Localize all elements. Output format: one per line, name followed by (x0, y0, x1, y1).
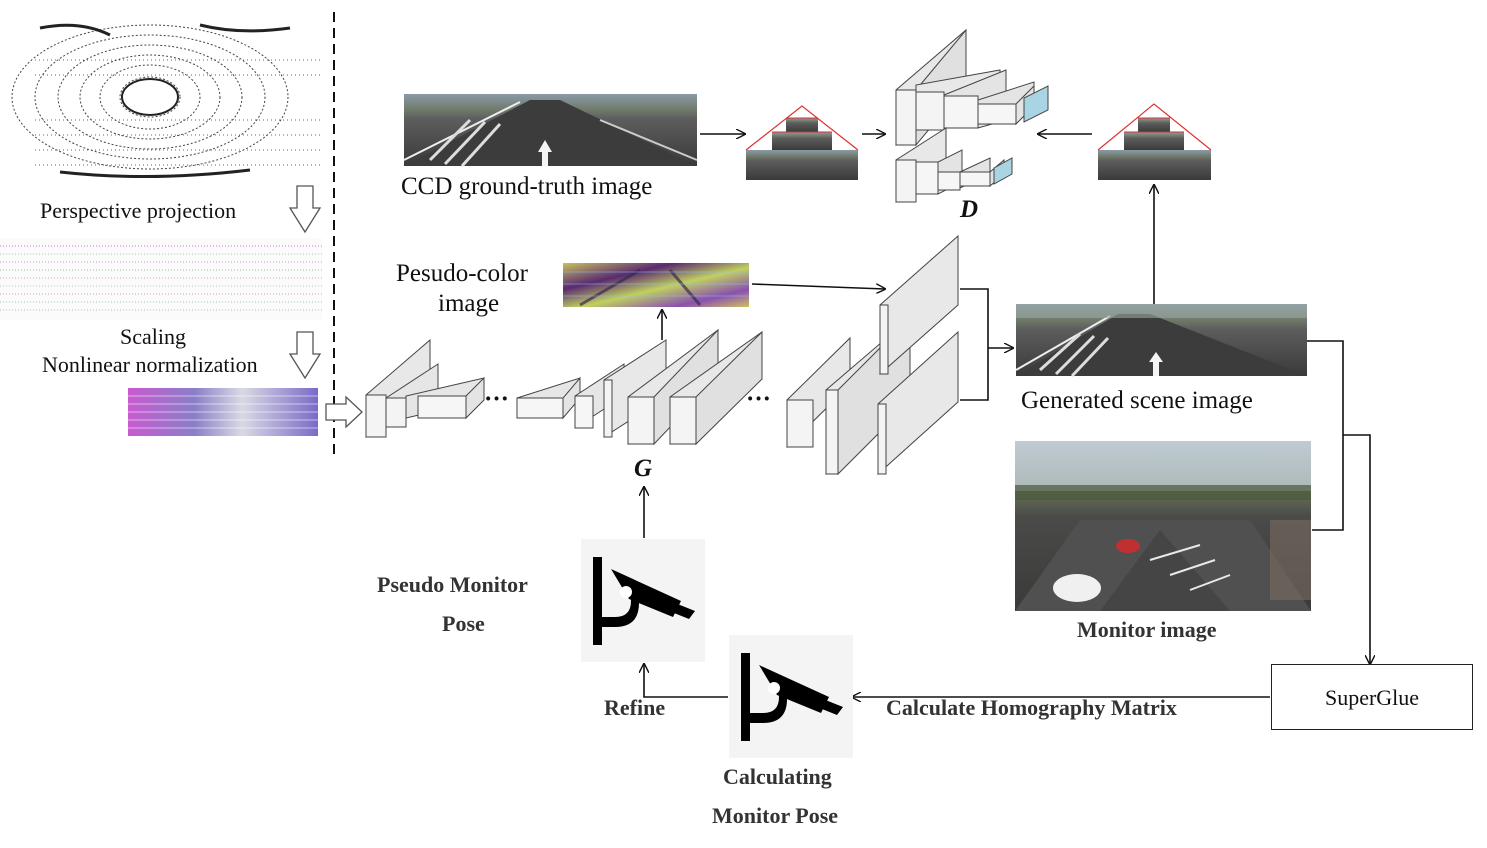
security-camera-icon (729, 635, 853, 758)
pseudo-color-label-line2: image (438, 290, 500, 317)
hollow-arrow-down-2 (288, 331, 322, 380)
scaling-label: Scaling (120, 324, 186, 349)
pseudo-pose-label-line2: Pose (442, 611, 485, 636)
monitor-image (1015, 441, 1311, 611)
ccd-image-label: CCD ground-truth image (401, 173, 653, 200)
pseudo-color-label-line1: Pesudo-color (396, 260, 528, 287)
superglue-label: SuperGlue (1324, 685, 1420, 710)
generated-scene-image (1015, 304, 1307, 378)
generated-scene-label: Generated scene image (1021, 387, 1253, 414)
calc-pose-label-line2: Monitor Pose (712, 803, 839, 828)
pseudo-color-image (563, 263, 749, 307)
calc-homography-label: Calculate Homography Matrix (886, 695, 1177, 720)
image-pyramid-left (745, 105, 859, 180)
calc-pose-label-line1: Calculating (723, 764, 832, 789)
lidar-point-cloud (11, 15, 322, 183)
image-pyramid-right (1097, 103, 1212, 180)
superglue-box: SuperGlue (1271, 664, 1473, 730)
generator-network (365, 234, 959, 476)
ellipsis-1: ··· (484, 386, 510, 413)
ellipsis-2: ··· (746, 386, 772, 413)
nonlinear-normalization-label: Nonlinear normalization (42, 352, 258, 377)
hollow-arrow-down-1 (288, 185, 322, 234)
discriminator-label: D (960, 196, 979, 223)
projected-range-image (0, 238, 322, 320)
perspective-projection-label: Perspective projection (40, 198, 237, 223)
pseudo-pose-label-line1: Pseudo Monitor (377, 572, 528, 597)
generator-label: G (634, 455, 653, 482)
security-camera-icon (581, 539, 705, 662)
refine-label: Refine (604, 695, 666, 720)
hollow-arrow-right (325, 395, 363, 429)
ccd-ground-truth-image (403, 94, 698, 168)
discriminator-network (895, 28, 1049, 203)
normalized-image (128, 388, 318, 436)
monitor-image-label: Monitor image (1077, 617, 1217, 642)
